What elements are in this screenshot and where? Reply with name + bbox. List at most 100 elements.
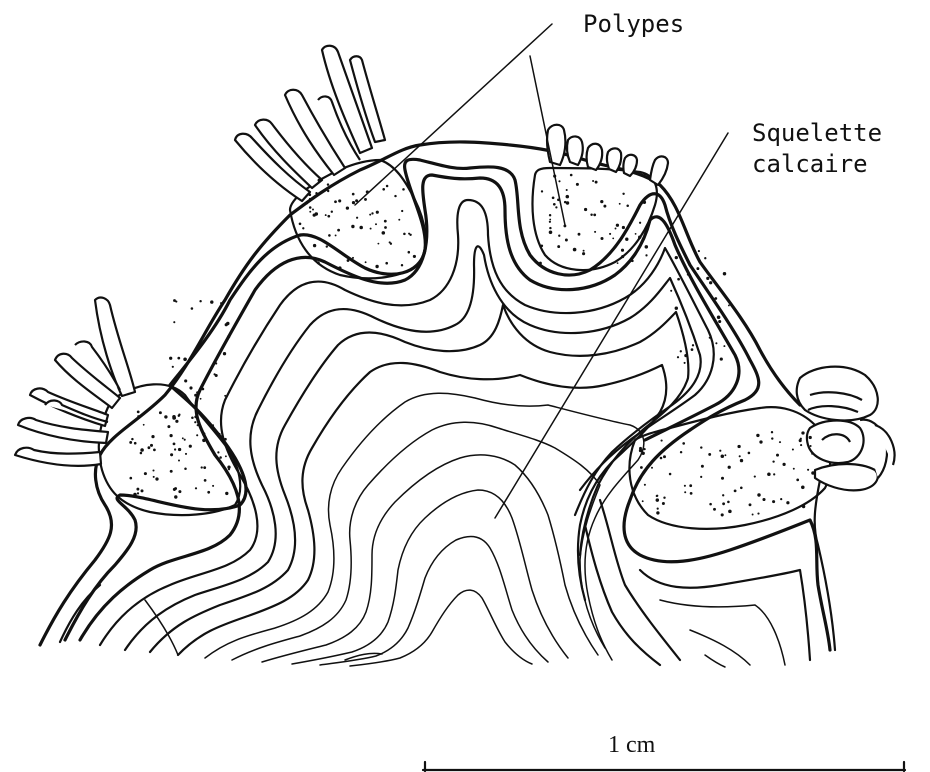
stipple-dot [722, 502, 725, 505]
stipple-dot [219, 456, 222, 459]
stipple-dot [549, 227, 551, 229]
stipple-dot [148, 446, 151, 449]
stipple-dot [643, 448, 645, 450]
stipple-dot [757, 513, 759, 515]
stipple-dot [690, 492, 693, 495]
stipple-dot [140, 448, 144, 452]
stipple-dot [199, 300, 201, 302]
stipple-dot [724, 454, 726, 456]
stipple-dot [698, 250, 700, 252]
stipple-dot [225, 492, 228, 495]
stipple-dot [807, 469, 809, 471]
stipple-dot [643, 201, 646, 204]
stipple-dot [129, 441, 132, 444]
stipple-dot [657, 508, 659, 510]
stipple-dot [642, 500, 644, 502]
stipple-dot [202, 439, 205, 442]
stipple-dot [203, 466, 206, 469]
stipple-dot [721, 477, 724, 480]
stipple-dot [718, 320, 721, 323]
stipple-dot [675, 256, 678, 259]
stipple-dot [224, 395, 226, 397]
stipple-dot [689, 484, 692, 487]
stipple-dot [656, 498, 659, 501]
stipple-dot [756, 434, 759, 437]
stipple-dot [384, 226, 387, 229]
stipple-dot [170, 434, 173, 437]
stipple-dot [177, 357, 180, 360]
stipple-dot [721, 513, 724, 516]
stipple-dot [401, 264, 403, 266]
skeleton-rings-right [585, 430, 830, 667]
stipple-dot [684, 362, 686, 364]
stipple-dot [220, 302, 222, 304]
stipple-dot [159, 411, 162, 414]
stipple-dot [351, 225, 354, 228]
stipple-dot [684, 491, 686, 493]
scale-bar: 1 cm [423, 732, 905, 771]
stipple-dot [194, 394, 197, 397]
stipple-dot [704, 257, 706, 259]
stipple-dot [809, 436, 812, 439]
stipple-dot [700, 476, 702, 478]
stipple-dot [140, 452, 143, 455]
stipple-dot [594, 231, 596, 233]
stipple-dot [185, 453, 187, 455]
stipple-dot [184, 439, 186, 441]
stipple-dot [810, 445, 812, 447]
stipple-dot [225, 455, 227, 457]
stipple-dot [408, 233, 410, 235]
stipple-dot [137, 415, 139, 417]
stipple-dot [592, 180, 594, 182]
stipple-dot [566, 189, 568, 191]
stipple-dot [609, 233, 611, 235]
stipple-dot [134, 442, 137, 445]
label-squelette-line1: Squelette [752, 119, 882, 147]
stipple-dot [616, 224, 619, 227]
stipple-dot [137, 411, 140, 414]
stipple-dot [189, 386, 192, 389]
stipple-dot [656, 511, 659, 514]
stipple-dot [169, 357, 172, 360]
stipple-dot [638, 236, 641, 239]
stipple-dot [191, 417, 194, 420]
stipple-dot [640, 466, 643, 469]
stipple-dot [184, 379, 187, 382]
stipple-dot [622, 193, 624, 195]
stipple-dot [212, 424, 214, 426]
stipple-dot [227, 449, 229, 451]
stipple-dot [603, 205, 606, 208]
stipple-dot [219, 433, 221, 435]
polyp-right [629, 367, 894, 529]
stipple-dot [696, 267, 699, 270]
stipple-dot [402, 188, 405, 191]
stipple-dot [669, 473, 672, 476]
stipple-dot [642, 452, 645, 455]
stipple-dot [413, 255, 416, 258]
stipple-dot [317, 261, 320, 264]
stipple-dot [370, 228, 372, 230]
stipple-dot [144, 472, 147, 475]
stipple-dot [315, 192, 317, 194]
stipple-dot [338, 199, 341, 202]
stipple-dot [635, 233, 637, 235]
stipple-dot [174, 495, 177, 498]
stipple-dot [408, 251, 411, 254]
stipple-dot [549, 231, 553, 235]
stipple-dot [210, 300, 213, 303]
stipple-dot [212, 485, 214, 487]
stipple-dot [645, 254, 647, 256]
stipple-dot [549, 219, 551, 221]
stipple-dot [719, 450, 721, 452]
stipple-dot [708, 453, 711, 456]
scale-bar-label: 1 cm [608, 732, 656, 758]
stipple-dot [178, 448, 181, 451]
skeleton-growth-rings [80, 175, 739, 666]
stipple-dot [202, 388, 205, 391]
stipple-dot [153, 449, 156, 452]
stipple-dot [401, 210, 403, 212]
stipple-dot [680, 451, 682, 453]
label-polypes: Polypes [583, 10, 684, 38]
stipple-dot [196, 434, 198, 436]
stipple-dot [167, 425, 170, 428]
